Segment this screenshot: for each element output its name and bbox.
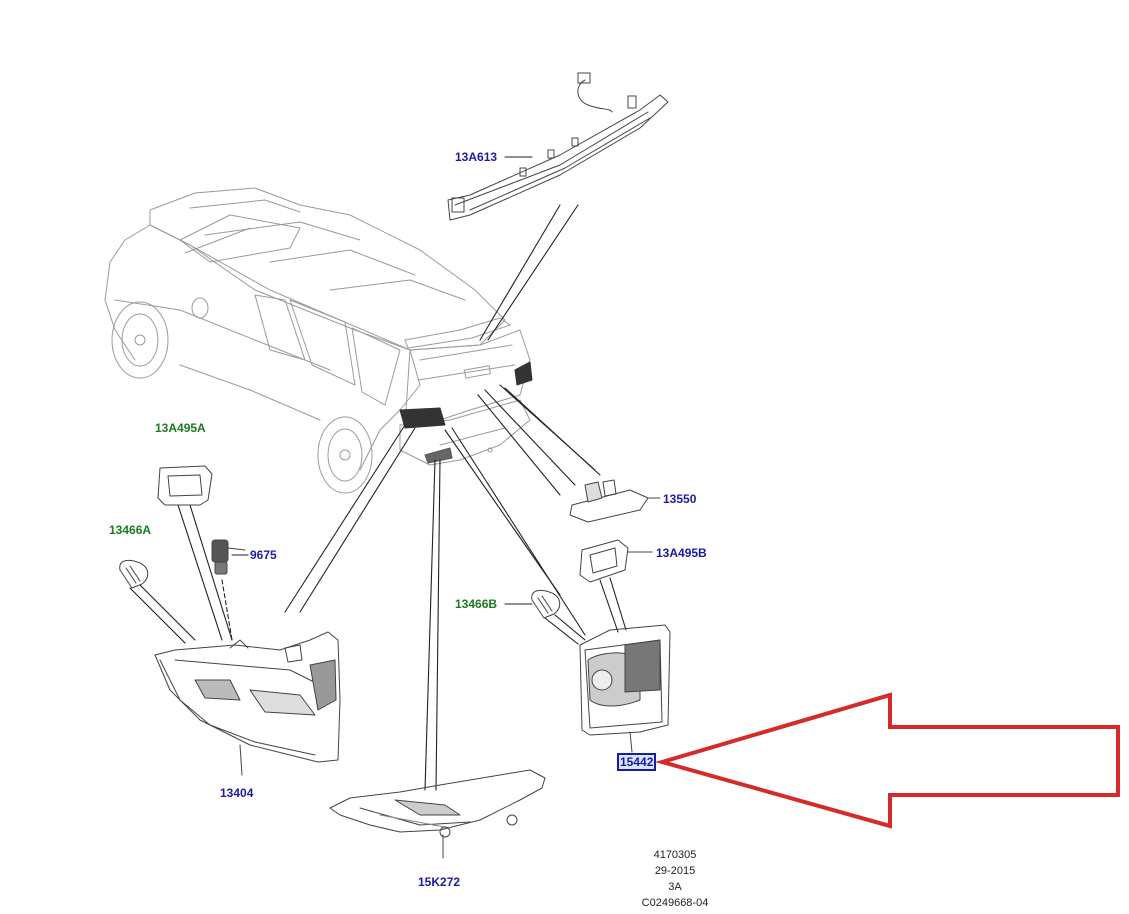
- part-label-13A495B[interactable]: 13A495B: [656, 546, 707, 560]
- vehicle-tail-lamp-left: [399, 407, 446, 429]
- part-9675-drawing: [211, 539, 246, 575]
- footer-date-code: 29-2015: [654, 865, 696, 877]
- part-13A495B-drawing: [579, 539, 653, 583]
- part-label-13550[interactable]: 13550: [663, 492, 697, 506]
- part-13A495A-drawing: [157, 465, 213, 506]
- part-label-13466B[interactable]: 13466B: [455, 597, 498, 611]
- vehicle-bumper-reflector: [424, 447, 453, 464]
- part-label-15K272[interactable]: 15K272: [418, 875, 461, 889]
- vehicle-outline: [104, 187, 531, 494]
- part-label-13404[interactable]: 13404: [220, 786, 254, 800]
- footer-ref-number: 4170305: [653, 849, 697, 861]
- part-15442-drawing: [579, 624, 671, 753]
- part-13466B-drawing: [531, 589, 561, 619]
- part-label-13466A[interactable]: 13466A: [109, 523, 152, 537]
- vehicle-tail-lamp-right: [514, 361, 533, 386]
- part-13404-drawing: [154, 631, 341, 776]
- part-label-15442-highlighted[interactable]: 15442: [617, 753, 657, 771]
- part-13A613-drawing: [447, 72, 669, 221]
- leader-lines: [129, 204, 627, 791]
- part-label-9675[interactable]: 9675: [250, 548, 277, 562]
- footer-revision: 3A: [668, 881, 682, 893]
- red-callout-arrow: [654, 692, 1120, 829]
- footer-illustration-id: C0249668-04: [641, 897, 709, 909]
- part-13550-drawing: [569, 479, 661, 523]
- part-13466A-drawing: [119, 559, 149, 589]
- part-label-13A613[interactable]: 13A613: [455, 150, 498, 164]
- part-label-13A495A[interactable]: 13A495A: [155, 421, 206, 435]
- part-15K272-drawing: [329, 769, 546, 859]
